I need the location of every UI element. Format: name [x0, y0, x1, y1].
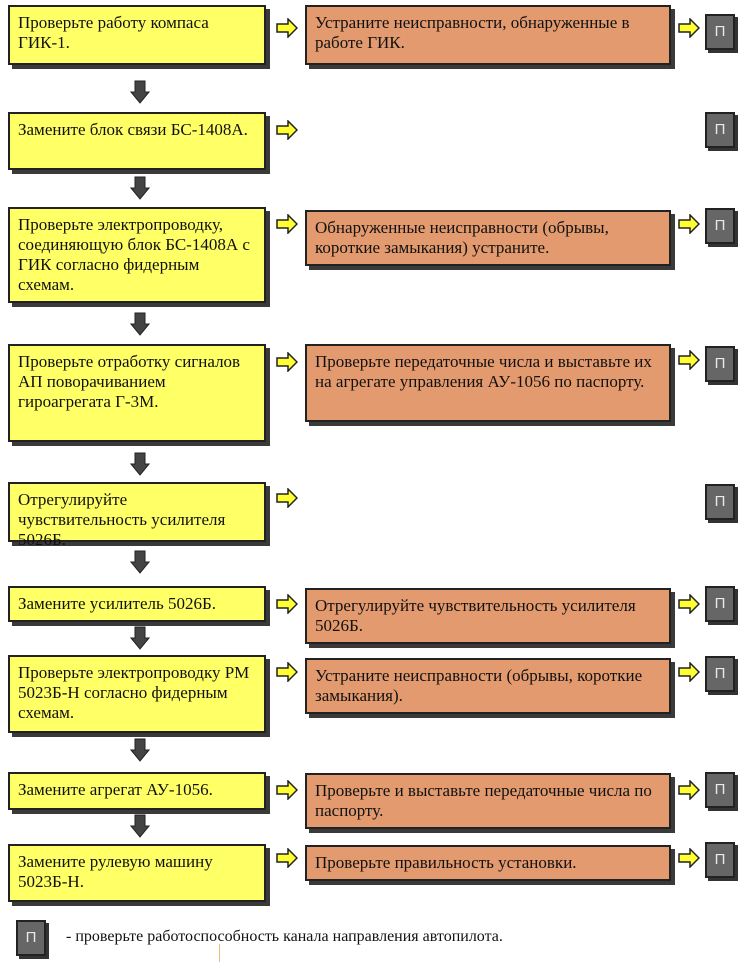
check-p-4: П	[705, 346, 735, 382]
right-arrow-icon	[678, 780, 700, 800]
right-arrow-icon	[276, 594, 298, 614]
check-p-7: П	[705, 656, 735, 692]
check-p-6: П	[705, 586, 735, 622]
fix-box-4: Проверьте передаточные числа и выставьте…	[305, 344, 671, 422]
right-arrow-icon	[276, 488, 298, 508]
fix-box-7: Устраните неисправности (обрывы, коротки…	[305, 658, 671, 714]
right-arrow-icon	[678, 214, 700, 234]
check-p-3: П	[705, 208, 735, 244]
legend-p-symbol: П	[16, 920, 46, 956]
fix-box-8: Проверьте и выставьте передаточные числа…	[305, 773, 671, 829]
down-arrow-icon	[130, 80, 150, 104]
down-arrow-icon	[130, 814, 150, 838]
step-box-1: Проверьте работу компаса ГИК-1.	[8, 5, 266, 65]
fix-box-3: Обнаруженные неисправности (обрывы, коро…	[305, 210, 671, 266]
down-arrow-icon	[130, 738, 150, 762]
right-arrow-icon	[276, 18, 298, 38]
right-arrow-icon	[276, 848, 298, 868]
step-box-7: Проверьте электропроводку РМ 5023Б-Н сог…	[8, 655, 266, 733]
down-arrow-icon	[130, 176, 150, 200]
step-box-2: Замените блок связи БС-1408А.	[8, 112, 266, 170]
divider	[219, 944, 220, 962]
step-box-6: Замените усилитель 5026Б.	[8, 586, 266, 622]
right-arrow-icon	[276, 662, 298, 682]
right-arrow-icon	[678, 848, 700, 868]
right-arrow-icon	[276, 780, 298, 800]
fix-box-6: Отрегулируйте чувствительность усилителя…	[305, 588, 671, 644]
right-arrow-icon	[276, 352, 298, 372]
down-arrow-icon	[130, 452, 150, 476]
right-arrow-icon	[678, 662, 700, 682]
right-arrow-icon	[678, 350, 700, 370]
check-p-9: П	[705, 842, 735, 878]
step-box-4: Проверьте отработку сигналов АП поворачи…	[8, 344, 266, 442]
step-box-5: Отрегулируйте чувствительность усилителя…	[8, 482, 266, 549]
fix-box-1: Устраните неисправности, обнаруженные в …	[305, 5, 671, 65]
fix-box-9: Проверьте правильность установки.	[305, 845, 671, 881]
check-p-2: П	[705, 112, 735, 148]
down-arrow-icon	[130, 626, 150, 650]
right-arrow-icon	[276, 214, 298, 234]
down-arrow-icon	[130, 550, 150, 574]
step-box-8: Замените агрегат АУ-1056.	[8, 772, 266, 810]
step-box-3: Проверьте электропроводку, соединяющую б…	[8, 207, 266, 303]
check-p-5: П	[705, 484, 735, 520]
step-box-9: Замените рулевую машину 5023Б-Н.	[8, 844, 266, 902]
right-arrow-icon	[678, 594, 700, 614]
right-arrow-icon	[678, 18, 700, 38]
legend-text: - проверьте работоспособность канала нап…	[66, 928, 503, 945]
check-p-8: П	[705, 772, 735, 808]
down-arrow-icon	[130, 312, 150, 336]
right-arrow-icon	[276, 120, 298, 140]
check-p-1: П	[705, 14, 735, 50]
